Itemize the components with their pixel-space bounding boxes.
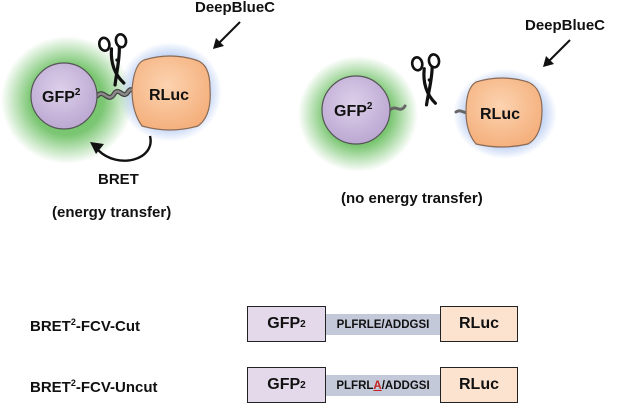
gfp-sup-left: 2 <box>75 87 81 98</box>
rluc-protein-left <box>131 55 211 131</box>
left-panel: GFP2 RLuc DeepBlueC BRET (energy transfe… <box>1 0 275 221</box>
rluc-box-cut: RLuc <box>440 306 518 342</box>
construct-name-uncut: BRET2-FCV-Uncut <box>30 378 158 396</box>
rluc-protein-right <box>465 77 543 148</box>
arrow-icon <box>217 21 241 45</box>
caption-energy-transfer: (energy transfer) <box>52 204 171 221</box>
curved-arrow-icon <box>97 135 152 162</box>
gfp-protein-right <box>321 75 391 145</box>
linker-sequence-cut: PLFRLE/ADDGSI <box>326 314 440 335</box>
gfp-label-left: GFP <box>42 89 75 106</box>
rluc-box-uncut: RLuc <box>440 367 518 403</box>
caption-no-energy-transfer: (no energy transfer) <box>341 190 483 207</box>
substrate-label-right: DeepBlueC <box>525 17 605 34</box>
substrate-label-left: DeepBlueC <box>195 0 275 16</box>
rluc-label-right: RLuc <box>480 106 520 123</box>
svg-text:GFP2: GFP2 <box>42 87 81 106</box>
mutation-residue: A <box>373 379 382 392</box>
linker-stub-gfp <box>388 104 407 112</box>
bret-label: BRET <box>98 171 139 188</box>
svg-text:GFP2: GFP2 <box>334 101 373 120</box>
right-panel: GFP2 RLuc DeepBlueC (no energy transfer) <box>298 17 605 207</box>
rluc-label-left: RLuc <box>149 87 189 104</box>
arrow-icon <box>547 39 571 63</box>
gfp-protein-left <box>30 62 98 130</box>
gfp-sup-right: 2 <box>367 101 373 112</box>
gfp-label-right: GFP <box>334 103 367 120</box>
scissors-icon <box>409 51 448 108</box>
construct-name-cut: BRET2-FCV-Cut <box>30 317 141 335</box>
